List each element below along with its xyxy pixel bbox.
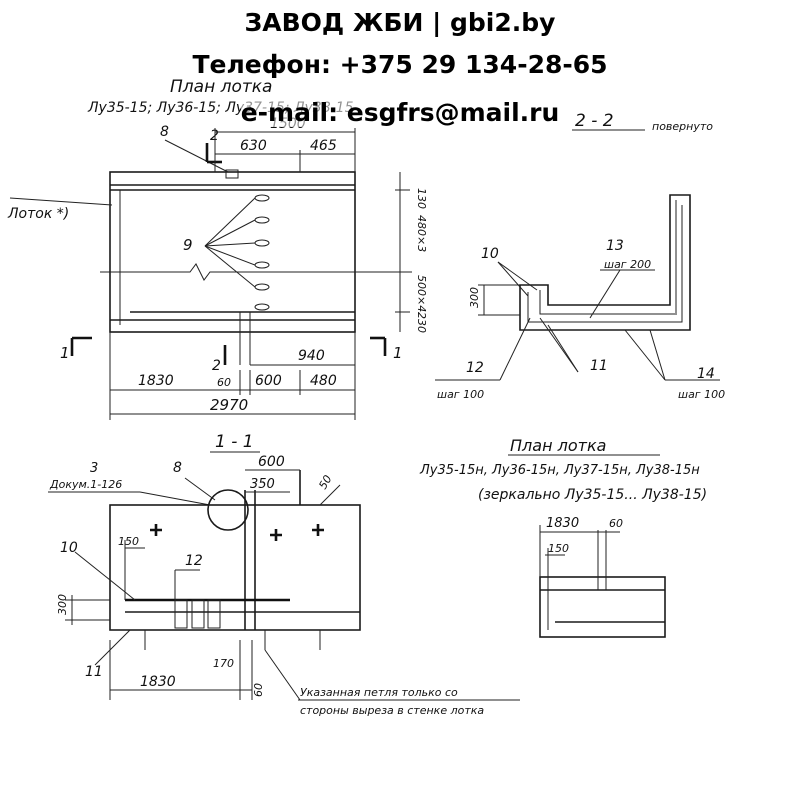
- dim-600: 600: [255, 373, 282, 389]
- dim-300-22: 300: [468, 287, 481, 308]
- dim-630: 630: [240, 138, 267, 154]
- dim-60: 60: [217, 376, 231, 389]
- dim-50: 50: [316, 473, 334, 492]
- section-1-1-title: 1 - 1: [215, 432, 254, 452]
- mark-8: 8: [160, 124, 169, 140]
- dim-600-11: 600: [258, 454, 285, 470]
- plan-top-slab-outline: [109, 171, 356, 333]
- mark-10: 10: [481, 246, 499, 262]
- dim-300-11: 300: [56, 594, 69, 615]
- company-phone: Телефон: +375 29 134-28-65: [192, 50, 608, 79]
- section-mark-1-right: 1: [393, 344, 403, 362]
- step-200: шаг 200: [604, 258, 651, 271]
- dim-500x4: 500×4: [415, 275, 428, 312]
- dim-130: 130: [415, 188, 428, 209]
- company-email: e-mail: esgfrs@mail.ru: [240, 98, 560, 127]
- lifting-loops: [204, 194, 270, 311]
- dim-170: 170: [213, 657, 234, 670]
- dim-150-mirror: 150: [548, 542, 569, 555]
- company-title: ЗАВОД ЖБИ | gbi2.by: [244, 8, 556, 37]
- mark-12-11: 12: [185, 553, 203, 569]
- anchor-marks: [150, 524, 324, 541]
- dim-230: 230: [415, 312, 428, 333]
- trough-profile: [519, 194, 691, 331]
- plan-mirror-title: План лотка: [510, 436, 606, 455]
- dim-1830-mirror: 1830: [546, 516, 579, 531]
- section-1-1: 1 - 1 3 Докум.1-126 8 600 350 50: [48, 432, 520, 717]
- label-lotok: Лоток *): [7, 206, 69, 222]
- plan-top-view: План лотка Лу35-15; Лу36-15; Лу37-15; Лу…: [7, 77, 428, 420]
- section-2-2-note: повернуто: [652, 120, 713, 133]
- dim-940: 940: [298, 348, 325, 364]
- mark-13: 13: [606, 238, 624, 254]
- ref-3: 3: [90, 461, 98, 476]
- mark-9: 9: [183, 236, 193, 254]
- mark-2-bottom: 2: [212, 358, 221, 374]
- note-line-1: Указанная петля только со: [300, 686, 458, 699]
- dim-465: 465: [310, 138, 337, 154]
- section-2-2-title: 2 - 2: [575, 111, 614, 131]
- plan-top-title: План лотка: [170, 77, 272, 97]
- plan-mirror-outline: [539, 576, 666, 638]
- mark-11-22: 11: [590, 358, 608, 374]
- dim-1830: 1830: [138, 373, 174, 389]
- note-line-2: стороны выреза в стенке лотка: [300, 704, 484, 717]
- mark-12-22: 12: [466, 360, 484, 376]
- dim-480x3: 480×3: [415, 215, 428, 252]
- dim-480: 480: [310, 373, 337, 389]
- dim-2970: 2970: [210, 396, 248, 414]
- plan-mirror-subtitle: Лу35-15н, Лу36-15н, Лу37-15н, Лу38-15н: [419, 463, 700, 478]
- section-mark-1-left: 1: [60, 344, 70, 362]
- dim-350: 350: [250, 477, 275, 492]
- detail-circle: [207, 489, 249, 531]
- plan-mirror-view: План лотка Лу35-15н, Лу36-15н, Лу37-15н,…: [419, 436, 707, 638]
- ref-doc: Докум.1-126: [49, 478, 122, 491]
- step-100-a: шаг 100: [437, 388, 484, 401]
- dim-150: 150: [118, 535, 139, 548]
- section-2-2: 2 - 2 повернуто 13 шаг 200 10 300 12 шаг…: [435, 111, 725, 401]
- mark-11-11: 11: [85, 664, 103, 680]
- step-100-b: шаг 100: [678, 388, 725, 401]
- plan-mirror-note: (зеркально Лу35-15... Лу38-15): [478, 487, 707, 503]
- mark-14: 14: [697, 366, 715, 382]
- mark-8-11: 8: [173, 460, 182, 476]
- dim-1830-11: 1830: [140, 674, 176, 690]
- mark-10-11: 10: [60, 540, 78, 556]
- dim-60-mirror: 60: [609, 517, 623, 530]
- dim-60-11: 60: [252, 683, 265, 697]
